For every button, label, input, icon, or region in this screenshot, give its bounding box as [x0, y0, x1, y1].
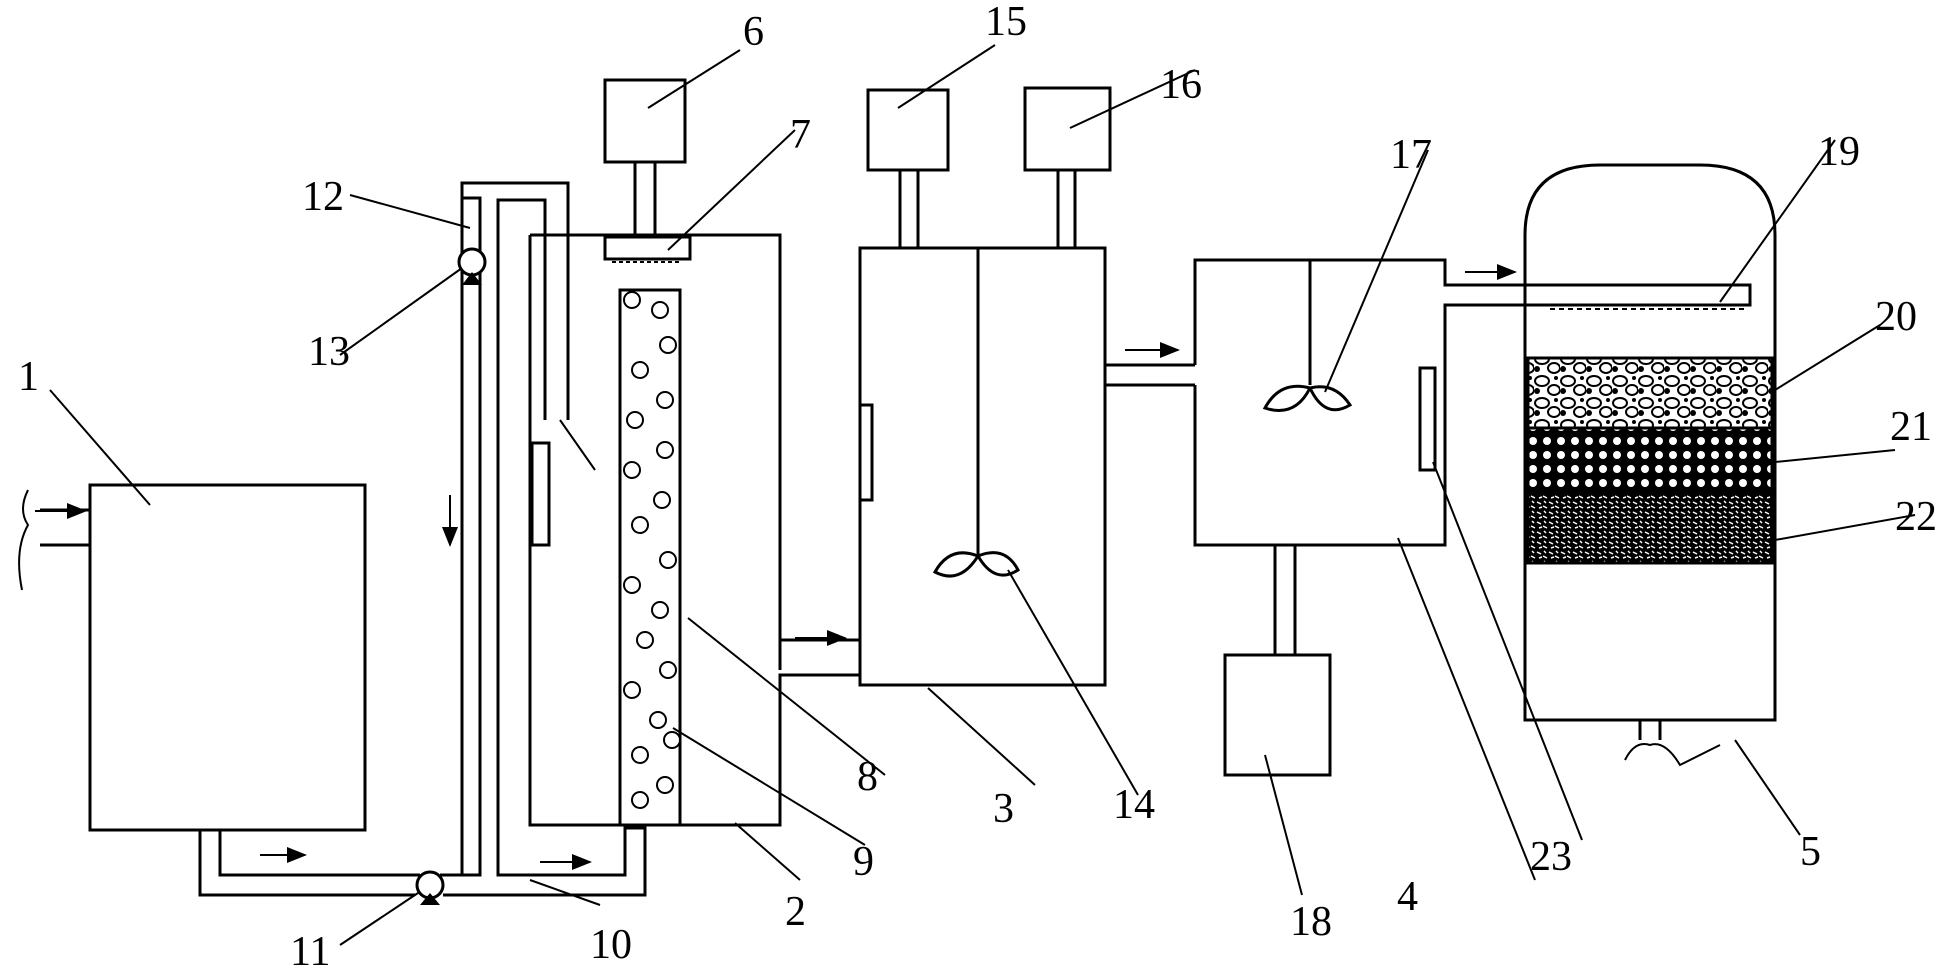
label-10: 10 [590, 922, 632, 968]
box-18 [1223, 653, 1332, 777]
label-13: 13 [308, 329, 350, 375]
packing-bubble [651, 601, 669, 619]
packing-bubble [649, 711, 667, 729]
label-6: 6 [743, 9, 764, 55]
packing-bubble [623, 576, 641, 594]
pipe-3-to-4 [1105, 342, 1195, 387]
packing-bubble [631, 361, 649, 379]
box-16 [1023, 86, 1112, 248]
packing-bubble [656, 441, 674, 459]
label-2: 2 [785, 889, 806, 935]
label-11: 11 [290, 929, 330, 975]
box-6 [603, 78, 687, 237]
label-19: 19 [1818, 129, 1860, 175]
reactor-2 [528, 233, 860, 827]
reactor-3 [780, 246, 1107, 687]
packing-bubble [659, 661, 677, 679]
label-3: 3 [993, 786, 1014, 832]
packing-bubble [656, 391, 674, 409]
tank-1 [18, 483, 367, 832]
packing-bubble [653, 491, 671, 509]
distributor-7 [603, 235, 692, 263]
packing-bubble [631, 746, 649, 764]
label-23: 23 [1530, 834, 1572, 880]
label-9: 9 [853, 839, 874, 885]
label-22: 22 [1895, 494, 1937, 540]
box-15 [866, 88, 950, 248]
packing-bubbles [623, 291, 681, 809]
label-5: 5 [1800, 829, 1821, 875]
label-20: 20 [1875, 294, 1917, 340]
packing-bubble [656, 776, 674, 794]
leader-lines [49, 44, 1916, 946]
reactor-4 [1193, 258, 1752, 655]
label-14: 14 [1113, 782, 1155, 828]
pump-11 [415, 870, 445, 905]
column-5 [1465, 163, 1777, 767]
label-16: 16 [1160, 62, 1202, 108]
packing-bubble [623, 461, 641, 479]
packing-bubble [623, 291, 641, 309]
pump-13 [457, 247, 487, 285]
packing-bubble [651, 301, 669, 319]
label-8: 8 [857, 754, 878, 800]
label-21: 21 [1890, 404, 1932, 450]
label-1: 1 [18, 354, 39, 400]
packing-bubble [631, 516, 649, 534]
recirculation-pipe [440, 181, 647, 897]
packing-column-8 [618, 288, 682, 827]
label-15: 15 [985, 0, 1027, 45]
packing-bubble [626, 411, 644, 429]
label-12: 12 [302, 174, 344, 220]
packing-bubble [631, 791, 649, 809]
label-17: 17 [1390, 132, 1432, 178]
packing-bubble [636, 631, 654, 649]
label-18: 18 [1290, 899, 1332, 945]
label-4: 4 [1397, 874, 1418, 920]
packing-bubble [663, 731, 681, 749]
label-7: 7 [790, 112, 811, 158]
packing-bubble [659, 551, 677, 569]
bottom-pipe [198, 830, 420, 897]
packing-bubble [623, 681, 641, 699]
packing-bubble [659, 336, 677, 354]
number-labels: 1 2 3 4 5 6 7 8 9 10 11 12 13 14 15 16 1… [18, 0, 1937, 975]
